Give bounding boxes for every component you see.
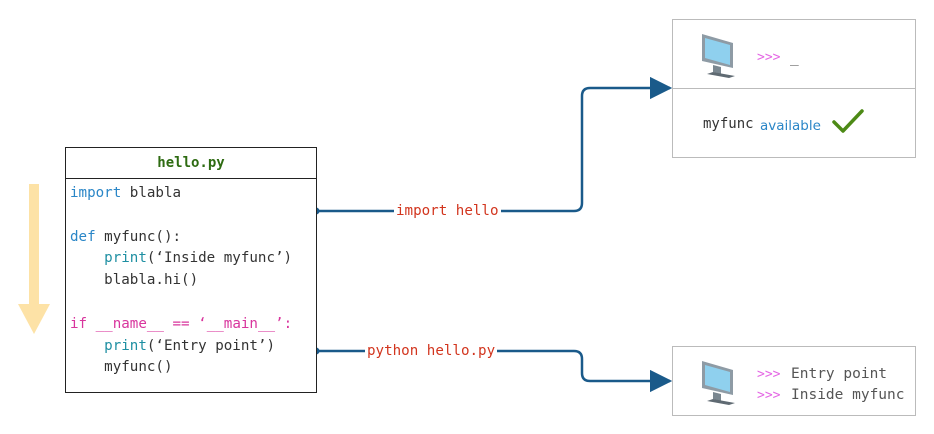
code-line-print-inside: print(‘Inside myfunc’)	[104, 250, 293, 266]
run-edge-label: python hello.py	[365, 343, 498, 359]
file-title: hello.py	[66, 148, 316, 179]
code-line-print-entry: print(‘Entry point’)	[104, 338, 276, 354]
checkmark-icon	[832, 109, 864, 133]
terminal-divider	[673, 88, 915, 89]
code-line-myfunc-call: myfunc()	[70, 359, 173, 375]
monitor-icon	[702, 361, 735, 405]
code-line-import: import blabla	[70, 185, 182, 201]
execution-flow-arrow	[18, 184, 50, 334]
output-line-inside: Inside myfunc	[791, 387, 905, 403]
import-connector	[316, 76, 673, 213]
run-terminal: >>> Entry point >>> Inside myfunc	[672, 346, 916, 416]
function-name: myfunc	[703, 116, 754, 132]
prompt-symbol: >>>	[757, 367, 781, 382]
code-file-box: hello.py import blabla def myfunc(): pri…	[65, 147, 317, 393]
terminal-cursor: _	[790, 50, 799, 66]
run-connector	[316, 349, 673, 393]
import-edge-label: import hello	[394, 203, 501, 219]
output-line-entry: Entry point	[791, 366, 888, 382]
monitor-icon	[702, 34, 735, 78]
code-line-def: def myfunc():	[70, 229, 182, 245]
import-terminal: >>> _ myfunc available	[672, 19, 916, 158]
availability-status: available	[760, 118, 821, 134]
prompt-symbol: >>>	[757, 50, 781, 65]
prompt-symbol: >>>	[757, 388, 781, 403]
code-line-if-main: if __name__ == ‘__main__’:	[70, 316, 293, 332]
code-line-blabla-hi: blabla.hi()	[70, 272, 199, 288]
